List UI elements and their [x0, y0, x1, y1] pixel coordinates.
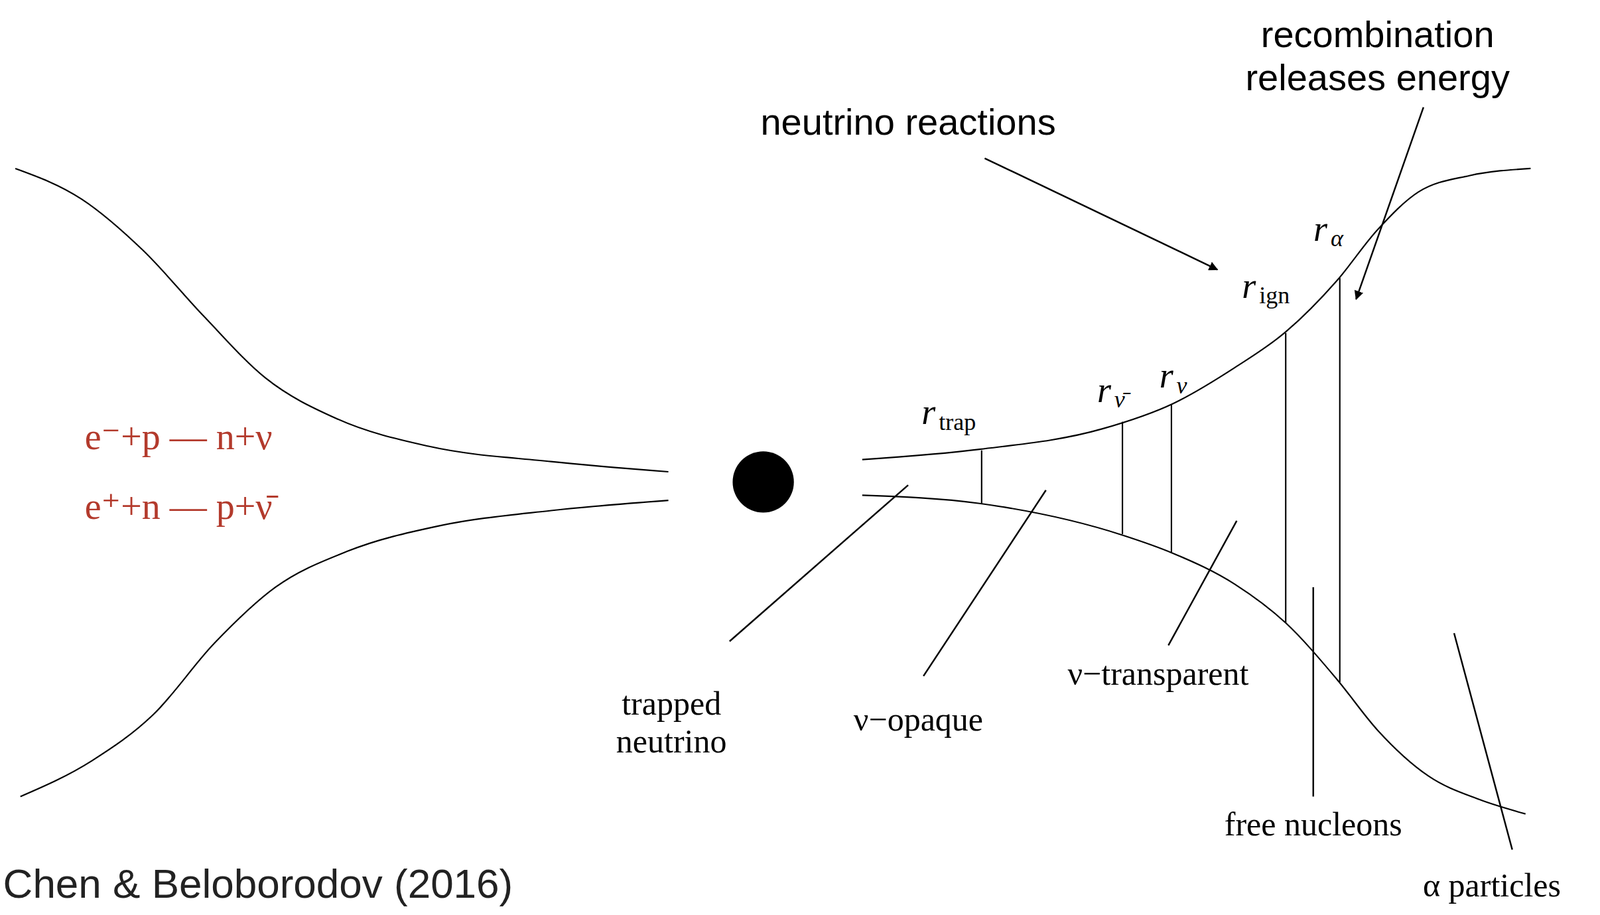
reaction-equation: e⁺+n — p+ν̄: [84, 484, 273, 528]
region-label: ν−transparent: [1067, 654, 1249, 694]
radius-symbol: r: [1159, 354, 1174, 397]
radius-marker: [1121, 421, 1124, 534]
radius-marker: [1284, 333, 1287, 623]
leader-line: [1168, 520, 1237, 646]
radius-symbol: r: [1241, 265, 1256, 307]
radius-symbol: r: [1097, 369, 1112, 411]
black-hole: [732, 451, 794, 513]
radius-subscript: ign: [1259, 281, 1290, 310]
radius-marker: [1170, 403, 1173, 552]
region-label: free nucleons: [1224, 805, 1403, 844]
leader-line: [923, 490, 1047, 676]
leader-line: [729, 484, 909, 641]
radius-subscript: trap: [938, 408, 976, 436]
radius-marker: [1339, 277, 1341, 682]
radius-symbol: r: [921, 391, 936, 433]
leader-line: [1454, 632, 1513, 850]
radius-symbol: r: [1313, 208, 1328, 250]
radius-subscript: ν̄: [1114, 386, 1126, 414]
citation-text: Chen & Beloborodov (2016): [3, 859, 514, 907]
disk-outline: [862, 494, 1526, 814]
disk-outline: [20, 500, 669, 797]
arrow-line: [1355, 107, 1424, 300]
annotation-text: recombination releases energy: [1192, 13, 1564, 99]
disk-outline: [862, 168, 1532, 460]
disk-outline: [15, 168, 668, 472]
region-label: trapped neutrino: [585, 684, 758, 761]
radius-subscript: ν: [1176, 372, 1188, 400]
reaction-equation: e⁻+p — n+ν: [84, 415, 273, 458]
region-label: ν−opaque: [853, 700, 984, 739]
radius-subscript: α: [1330, 224, 1344, 253]
annotation-text: neutrino reactions: [760, 100, 1056, 144]
arrow-line: [984, 158, 1218, 270]
leader-line: [1312, 587, 1315, 797]
radius-marker: [981, 450, 983, 504]
region-label: α particles: [1422, 866, 1561, 905]
